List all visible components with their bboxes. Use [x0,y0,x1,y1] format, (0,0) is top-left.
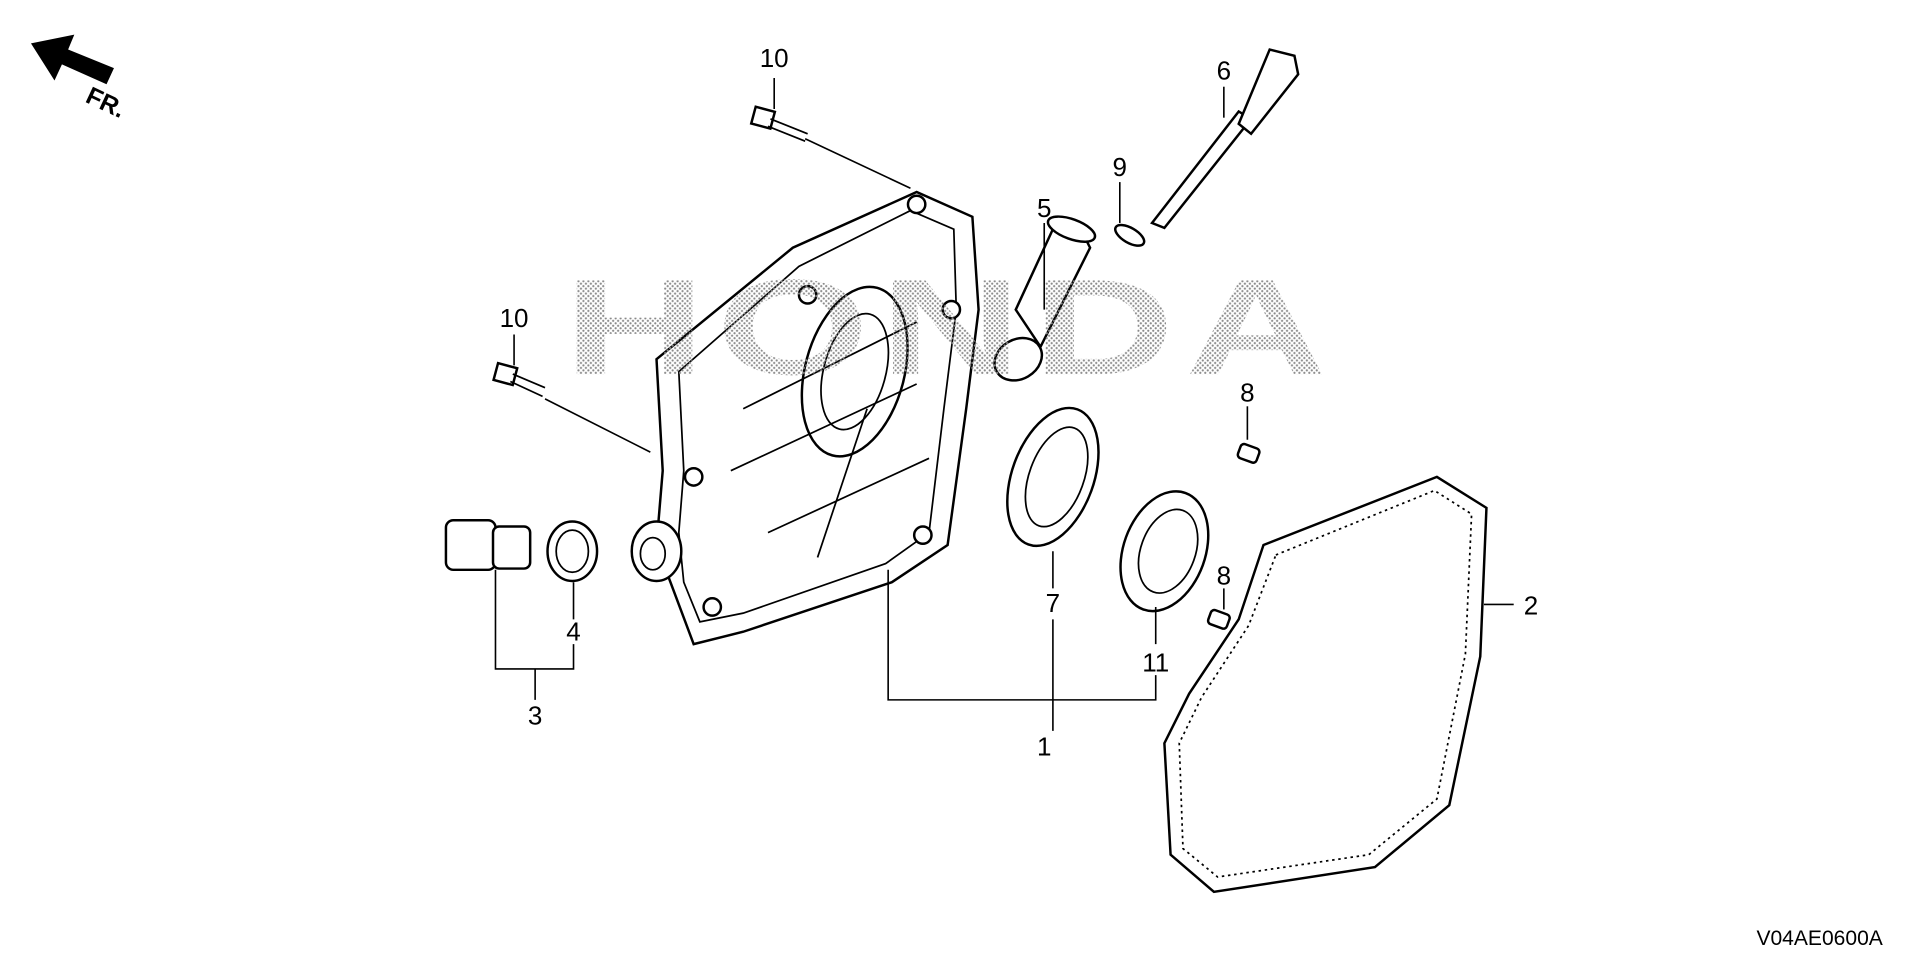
leader-lines [494,78,1514,731]
dowel-pin-part [1206,608,1231,630]
callout-7: 7 [1046,588,1060,618]
callout-10: 10 [760,43,789,73]
gasket-part [1163,475,1488,894]
diagram-code: V04AE0600A [1756,927,1882,950]
callout-11: 11 [1142,647,1169,677]
callout-8: 8 [1240,377,1254,407]
oil-seal-part [1006,406,1100,548]
callout-1: 1 [1037,732,1051,762]
callout-8: 8 [1217,561,1231,591]
ball-bearing-part [1119,490,1210,613]
oil-filler-neck-part [993,215,1097,382]
flange-bolt-part [492,361,546,398]
front-direction-arrow-icon [30,34,114,85]
honda-watermark: HONDA [564,251,1338,403]
o-ring-part [1114,223,1146,247]
callout-10: 10 [500,303,529,333]
flange-bolt-part [749,105,808,143]
callout-5: 5 [1037,193,1051,223]
callout-2: 2 [1524,590,1538,620]
dowel-pin-part [1236,442,1261,464]
callout-9: 9 [1113,152,1127,182]
callout-4: 4 [566,616,580,646]
washer-part [546,520,599,583]
drain-plug-part [444,519,532,572]
oil-dipstick-part [1150,48,1300,230]
callout-3: 3 [528,701,542,731]
callout-6: 6 [1217,55,1231,85]
crankcase-cover-part [630,190,980,646]
front-direction-label: FR. [82,83,130,124]
